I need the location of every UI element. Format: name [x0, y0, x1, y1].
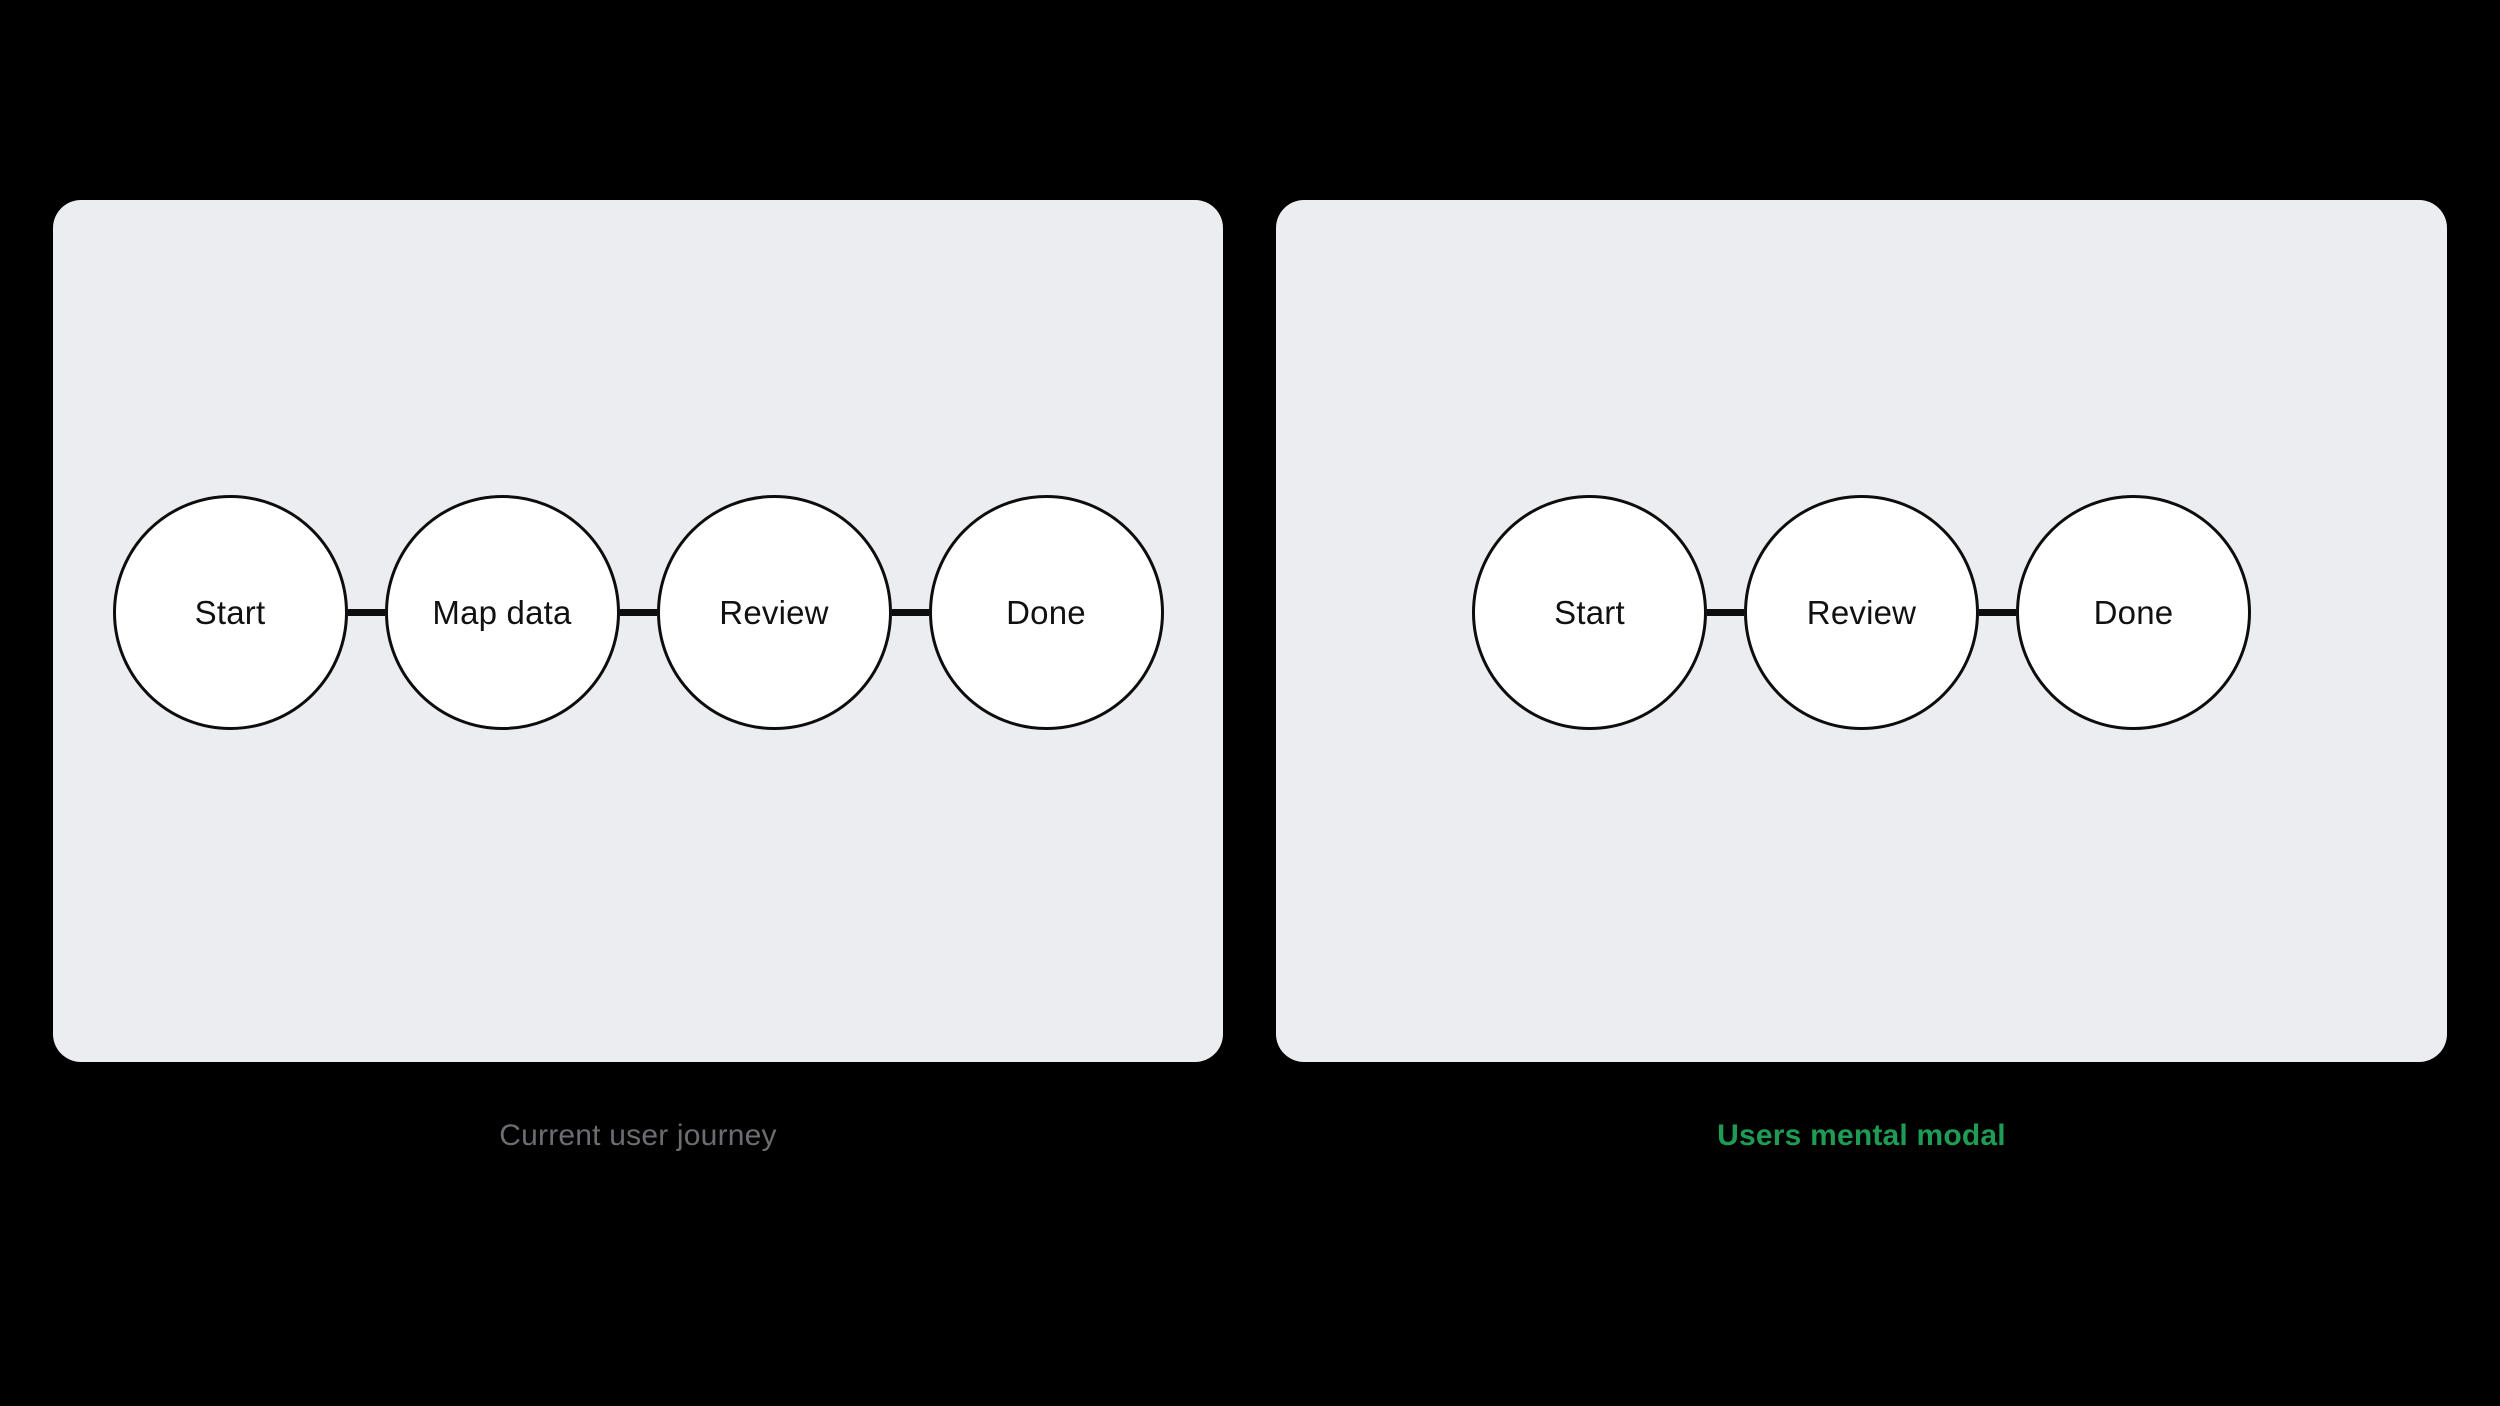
connector-line[interactable]	[619, 609, 657, 616]
flow-node-review[interactable]: Review	[656, 495, 892, 730]
flow-users-mental-model: Start Review Done	[1276, 495, 2447, 730]
node-label: Start	[1554, 594, 1625, 631]
connector-line[interactable]	[347, 609, 385, 616]
node-label: Review	[719, 594, 829, 631]
node-label: Done	[2093, 594, 2174, 631]
section-caption-users-mental-model[interactable]: Users mental modal	[1717, 1119, 2006, 1152]
flow-node-start[interactable]: Start	[112, 495, 348, 730]
node-label: Done	[1006, 594, 1086, 631]
connector-line[interactable]	[1707, 609, 1744, 616]
node-label: Review	[1806, 594, 1917, 631]
node-label: Start	[194, 594, 266, 631]
section-frame-users-mental-model[interactable]: Start Review Done	[1276, 200, 2447, 1062]
connector-line[interactable]	[1979, 609, 2016, 616]
flow-current-user-journey: Start Map data Review Done	[53, 495, 1223, 730]
flow-node-map-data[interactable]: Map data	[384, 495, 620, 730]
flow-node-done[interactable]: Done	[928, 495, 1164, 730]
section-caption-current-user-journey[interactable]: Current user journey	[499, 1119, 777, 1152]
node-label: Map data	[432, 594, 572, 631]
flow-node-start[interactable]: Start	[1472, 495, 1707, 730]
connector-line[interactable]	[891, 609, 929, 616]
section-frame-current-user-journey[interactable]: Start Map data Review Done	[53, 200, 1223, 1062]
flow-node-review[interactable]: Review	[1744, 495, 1979, 730]
flow-node-done[interactable]: Done	[2016, 495, 2251, 730]
